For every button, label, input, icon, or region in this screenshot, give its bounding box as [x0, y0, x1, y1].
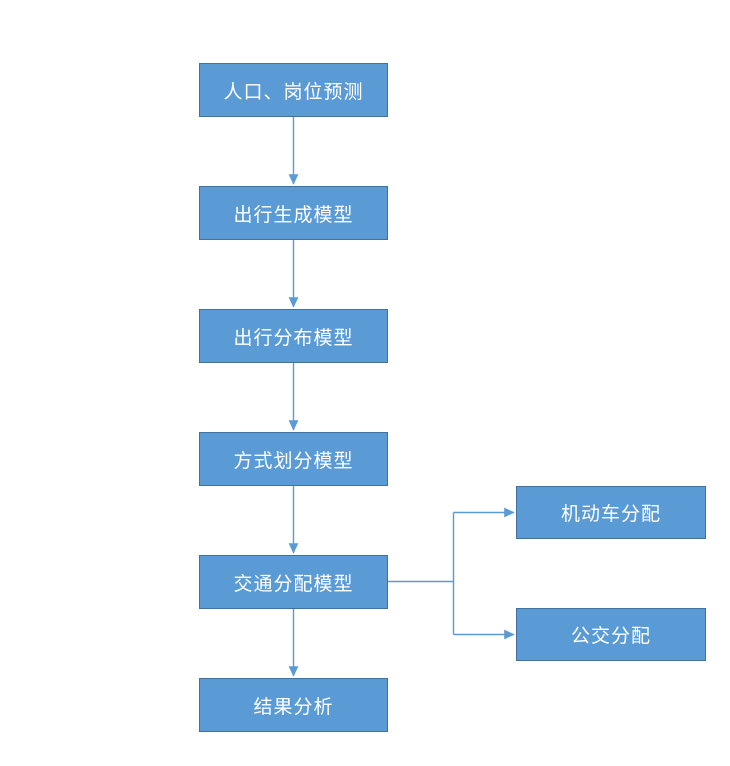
- node-motor-vehicle-assignment: 机动车分配: [516, 486, 706, 539]
- node-result-analysis: 结果分析: [199, 678, 388, 732]
- node-trip-distribution-model: 出行分布模型: [199, 309, 388, 363]
- node-mode-split-model: 方式划分模型: [199, 432, 388, 486]
- node-transit-assignment: 公交分配: [516, 608, 706, 661]
- node-population-job-forecast: 人口、岗位预测: [199, 63, 388, 117]
- node-traffic-assignment-model: 交通分配模型: [199, 555, 388, 609]
- node-trip-generation-model: 出行生成模型: [199, 186, 388, 240]
